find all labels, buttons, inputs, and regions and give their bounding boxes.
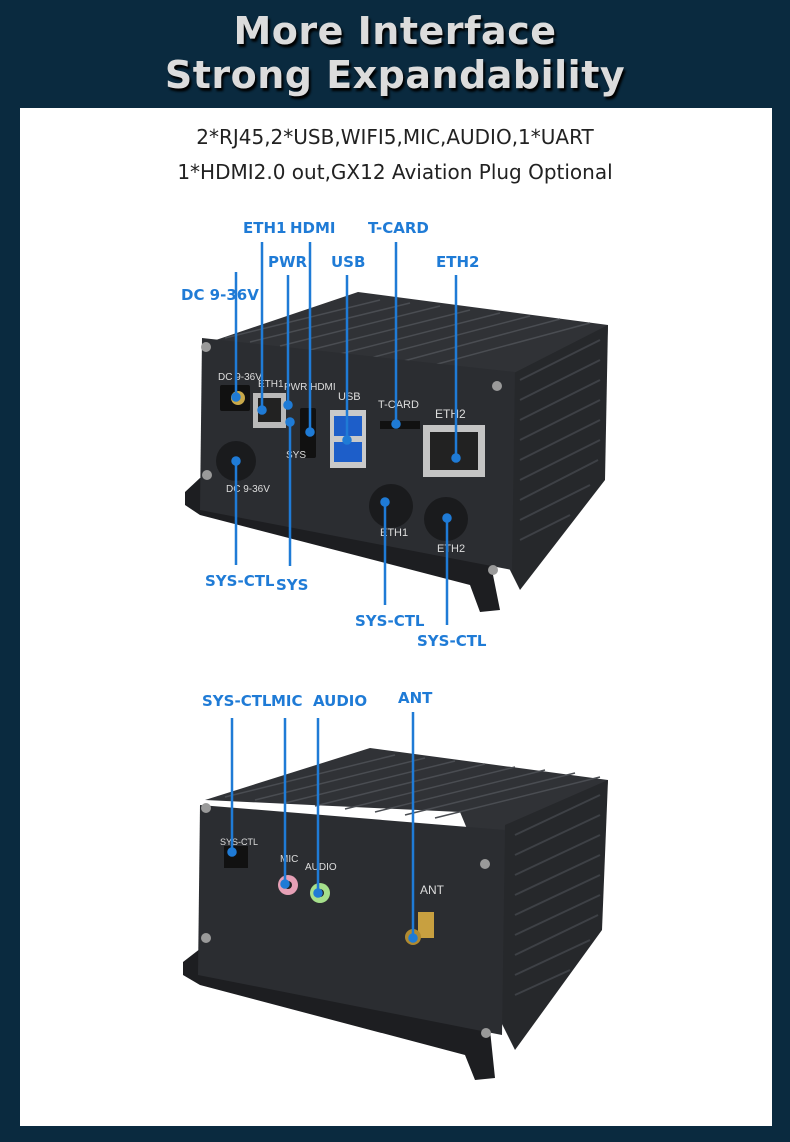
callout-sys-ctl-right: SYS-CTL	[417, 632, 487, 650]
printed-eth1-low-label: ETH1	[380, 527, 408, 539]
callout-sys-ctl-left: SYS-CTL	[205, 572, 275, 590]
callout-dot	[380, 497, 390, 507]
callout-usb: USB	[331, 253, 366, 271]
callout-eth2: ETH2	[436, 253, 480, 271]
printed-audio-label: AUDIO	[305, 862, 337, 873]
callout-dot	[257, 405, 267, 415]
callout-pwr: PWR	[268, 253, 308, 271]
front-heatsink-side	[505, 325, 608, 590]
sys-ctl-header-icon	[224, 846, 248, 868]
printed-sys-label: SYS	[286, 450, 306, 461]
callout-dot	[231, 456, 241, 466]
screw-icon	[201, 933, 211, 943]
screw-icon	[480, 859, 490, 869]
screw-icon	[202, 470, 212, 480]
callout-dot	[227, 847, 237, 857]
printed-eth2-label: ETH2	[435, 407, 466, 421]
callout-sys: SYS	[276, 576, 309, 594]
callout-mic: MIC	[271, 692, 303, 710]
screw-icon	[201, 803, 211, 813]
callout-rear-sys-ctl: SYS-CTL	[202, 692, 272, 710]
spec-line-2: 1*HDMI2.0 out,GX12 Aviation Plug Optiona…	[177, 160, 613, 184]
rear-panel-face	[198, 805, 505, 1035]
callout-dot	[283, 400, 293, 410]
printed-dc-label: DC 9-36V	[218, 372, 262, 383]
title-line-1: More Interface	[233, 9, 557, 53]
callout-dot	[231, 392, 241, 402]
screw-icon	[201, 342, 211, 352]
rear-heatsink-side	[500, 780, 608, 1050]
callout-sys-ctl-mid: SYS-CTL	[355, 612, 425, 630]
callout-audio: AUDIO	[313, 692, 368, 710]
sys-ctl-connector-icon	[369, 484, 413, 528]
callout-dot	[408, 933, 418, 943]
printed-tcard-label: T-CARD	[378, 399, 419, 411]
printed-eth1-label: ETH1	[258, 379, 284, 390]
callout-hdmi: HDMI	[290, 219, 336, 237]
screw-icon	[492, 381, 502, 391]
callout-dot	[305, 427, 315, 437]
screw-icon	[481, 1028, 491, 1038]
callout-dot	[280, 879, 290, 889]
printed-mic-label: MIC	[280, 854, 298, 865]
page-header: More Interface Strong Expandability	[0, 0, 790, 108]
printed-ant-label: ANT	[420, 883, 445, 897]
callout-dc: DC 9-36V	[181, 286, 259, 304]
callout-dot	[285, 417, 295, 427]
printed-sys-ctl-label: SYS-CTL	[220, 837, 258, 847]
callout-ant: ANT	[398, 689, 433, 707]
callout-dot	[391, 419, 401, 429]
printed-dc-low-label: DC 9-36V	[226, 484, 270, 495]
callout-dot	[313, 888, 323, 898]
antenna-connector-icon	[418, 912, 434, 938]
printed-eth2-low-label: ETH2	[437, 543, 465, 555]
callout-dot	[442, 513, 452, 523]
callout-dot	[342, 435, 352, 445]
callout-t-card: T-CARD	[368, 219, 429, 237]
screw-icon	[488, 565, 498, 575]
title-line-2: Strong Expandability	[164, 53, 626, 97]
callout-eth1: ETH1	[243, 219, 287, 237]
callout-dot	[451, 453, 461, 463]
printed-usb-label: USB	[338, 391, 361, 403]
spec-line-1: 2*RJ45,2*USB,WIFI5,MIC,AUDIO,1*UART	[196, 125, 594, 149]
